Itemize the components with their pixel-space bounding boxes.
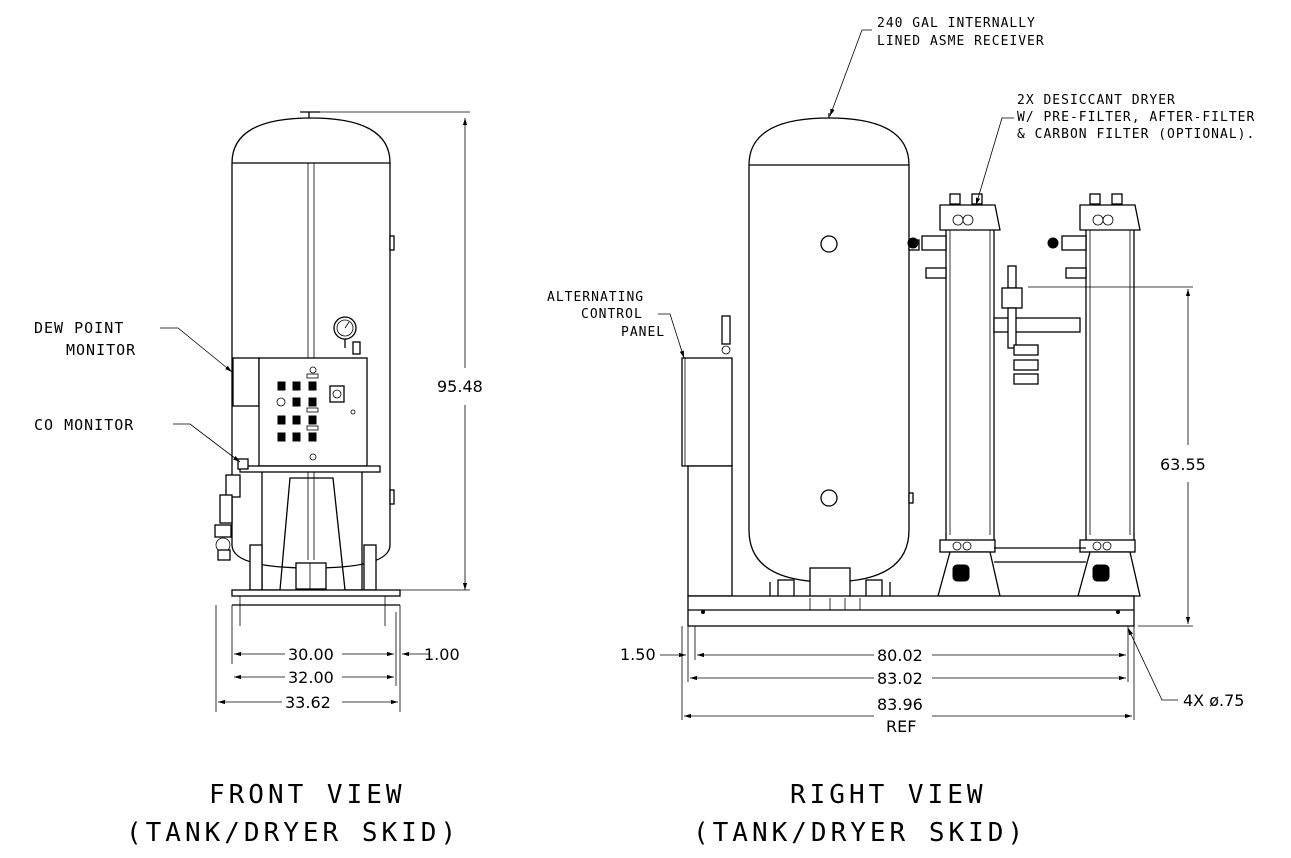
front-view-subtitle: (TANK/DRYER SKID) xyxy=(126,818,460,848)
desiccant-dryer-1 xyxy=(907,193,1001,597)
svg-text:4X ø.75: 4X ø.75 xyxy=(1183,691,1244,710)
svg-text:DEW POINT: DEW POINT xyxy=(34,319,124,337)
right-view-title: RIGHT VIEW xyxy=(790,780,987,810)
alternating-panel-label: ALTERNATING CONTROL PANEL xyxy=(547,290,685,359)
desiccant-dryer-2 xyxy=(994,193,1141,597)
front-tank xyxy=(231,111,395,569)
svg-text:1.50: 1.50 xyxy=(620,645,656,664)
front-height-dimension: 95.48 xyxy=(311,111,483,591)
front-control-panel xyxy=(258,357,368,467)
dryer-manifold-piping xyxy=(993,265,1081,385)
svg-text:MONITOR: MONITOR xyxy=(66,341,136,359)
svg-text:W/ PRE-FILTER, AFTER-FILTER: W/ PRE-FILTER, AFTER-FILTER xyxy=(1017,110,1255,125)
right-view-subtitle: (TANK/DRYER SKID) xyxy=(693,818,1027,848)
front-view-title: FRONT VIEW xyxy=(209,780,406,810)
svg-text:33.62: 33.62 xyxy=(285,693,331,712)
right-view: 240 GAL INTERNALLY LINED ASME RECEIVER 2… xyxy=(547,16,1255,848)
svg-text:CO MONITOR: CO MONITOR xyxy=(34,416,134,434)
svg-text:240 GAL INTERNALLY: 240 GAL INTERNALLY xyxy=(877,16,1036,31)
svg-text:83.96: 83.96 xyxy=(877,695,923,714)
svg-text:83.02: 83.02 xyxy=(877,669,923,688)
svg-text:1.00: 1.00 xyxy=(424,645,460,664)
alternating-control-panel xyxy=(681,315,733,597)
dew-point-monitor xyxy=(232,357,260,407)
front-width-dimensions: 30.00 1.00 32.00 33.62 xyxy=(215,605,460,712)
svg-text:CONTROL: CONTROL xyxy=(581,307,643,322)
svg-text:PANEL: PANEL xyxy=(621,325,665,340)
svg-text:& CARBON FILTER (OPTIONAL).: & CARBON FILTER (OPTIONAL). xyxy=(1017,127,1255,142)
svg-text:ALTERNATING: ALTERNATING xyxy=(547,290,644,305)
svg-text:80.02: 80.02 xyxy=(877,646,923,665)
front-piping xyxy=(214,458,249,561)
front-view: DEW POINT MONITOR CO MONITOR 95.48 30.00 xyxy=(34,111,483,848)
svg-text:63.55: 63.55 xyxy=(1160,455,1206,474)
co-monitor-label: CO MONITOR xyxy=(34,416,241,463)
right-width-dimensions: 1.50 80.02 83.02 83.96 REF 4X ø.75 xyxy=(620,626,1244,736)
svg-text:REF: REF xyxy=(886,717,916,736)
right-receiver-tank xyxy=(748,113,920,599)
receiver-label: 240 GAL INTERNALLY LINED ASME RECEIVER xyxy=(829,16,1045,117)
dew-point-label: DEW POINT MONITOR xyxy=(34,319,233,373)
svg-text:30.00: 30.00 xyxy=(288,645,334,664)
svg-text:LINED ASME RECEIVER: LINED ASME RECEIVER xyxy=(877,34,1045,49)
svg-text:95.48: 95.48 xyxy=(437,377,483,396)
right-skid-base xyxy=(687,595,1135,627)
pressure-gauge-icon xyxy=(333,316,361,355)
dryer-label: 2X DESICCANT DRYER W/ PRE-FILTER, AFTER-… xyxy=(975,93,1255,206)
svg-text:32.00: 32.00 xyxy=(288,668,334,687)
dryer-height-dimension: 63.55 xyxy=(1028,286,1206,627)
front-stand xyxy=(231,465,401,626)
svg-text:2X DESICCANT DRYER: 2X DESICCANT DRYER xyxy=(1017,93,1176,108)
